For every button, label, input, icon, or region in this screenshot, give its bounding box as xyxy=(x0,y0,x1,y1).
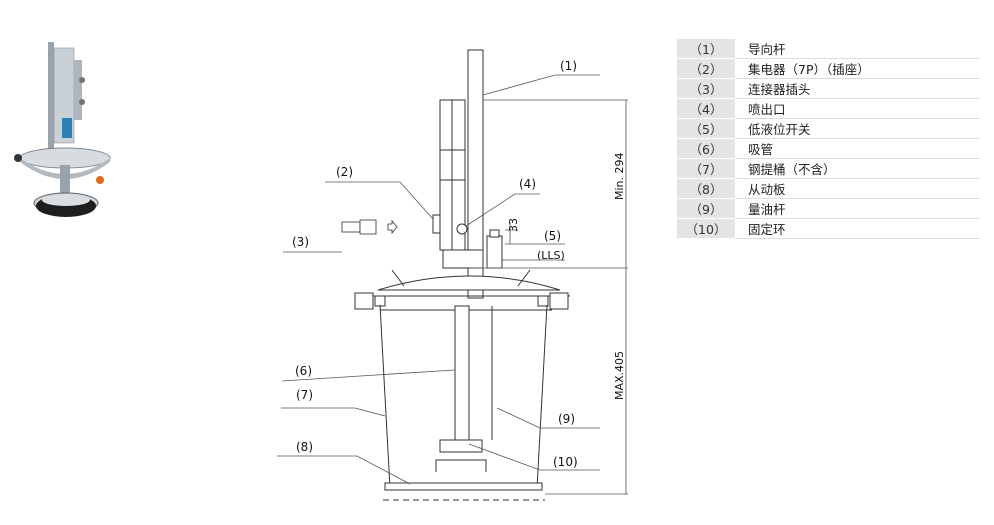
part-number: （4） xyxy=(677,98,735,119)
dimension-33: 33 xyxy=(507,218,520,232)
suction-pipe xyxy=(454,305,470,447)
part-name: 喷出口 xyxy=(735,98,980,119)
parts-table: （1）导向杆（2）集电器（7P）（插座）（3）连接器插头（4）喷出口（5）低液位… xyxy=(677,39,980,239)
collector-socket xyxy=(432,214,441,234)
table-row: （2）集电器（7P）（插座） xyxy=(677,58,980,79)
table-row: （9）量油杆 xyxy=(677,198,980,219)
part-number: （9） xyxy=(677,198,735,219)
part-number: （10） xyxy=(677,218,735,239)
part-name: 低液位开关 xyxy=(735,118,980,139)
callout-10: (10) xyxy=(553,455,578,469)
part-number: （1） xyxy=(677,39,735,59)
part-name: 固定环 xyxy=(735,218,980,239)
guide-rod xyxy=(467,49,484,299)
callout-6: (6) xyxy=(295,364,312,378)
low-level-switch xyxy=(486,235,503,269)
product-photo xyxy=(14,42,111,217)
part-number: （7） xyxy=(677,158,735,179)
part-name: 吸管 xyxy=(735,138,980,159)
part-name: 连接器插头 xyxy=(735,78,980,99)
callout-3: (3) xyxy=(292,235,309,249)
dimension-max-405: MAX.405 xyxy=(613,351,626,400)
connector-plug xyxy=(341,219,398,235)
part-number: （8） xyxy=(677,178,735,199)
fixing-ring xyxy=(439,439,483,453)
part-name: 从动板 xyxy=(735,178,980,199)
table-row: （3）连接器插头 xyxy=(677,78,980,99)
lls-label: (LLS) xyxy=(537,249,565,262)
outlet-port xyxy=(456,223,468,235)
table-row: （5）低液位开关 xyxy=(677,118,980,139)
callout-2: (2) xyxy=(336,165,353,179)
table-row: （4）喷出口 xyxy=(677,98,980,119)
follower-plate xyxy=(435,459,487,472)
table-row: （6）吸管 xyxy=(677,138,980,159)
callout-5: (5) xyxy=(544,229,561,243)
callout-4: (4) xyxy=(519,177,536,191)
table-row: （8）从动板 xyxy=(677,178,980,199)
part-number: （5） xyxy=(677,118,735,139)
callout-8: (8) xyxy=(296,440,313,454)
table-row: （7）钢提桶（不含） xyxy=(677,158,980,179)
table-row: （10）固定环 xyxy=(677,218,980,239)
callout-1: (1) xyxy=(560,59,577,73)
part-name: 导向杆 xyxy=(735,39,980,59)
table-row: （1）导向杆 xyxy=(677,39,980,59)
part-name: 钢提桶（不含） xyxy=(735,158,980,179)
part-name: 量油杆 xyxy=(735,198,980,219)
callout-9: (9) xyxy=(558,412,575,426)
part-name: 集电器（7P）（插座） xyxy=(735,58,980,79)
part-number: （3） xyxy=(677,78,735,99)
part-number: （6） xyxy=(677,138,735,159)
part-number: （2） xyxy=(677,58,735,79)
dimension-min-294: Min. 294 xyxy=(613,152,626,200)
callout-7: (7) xyxy=(296,388,313,402)
